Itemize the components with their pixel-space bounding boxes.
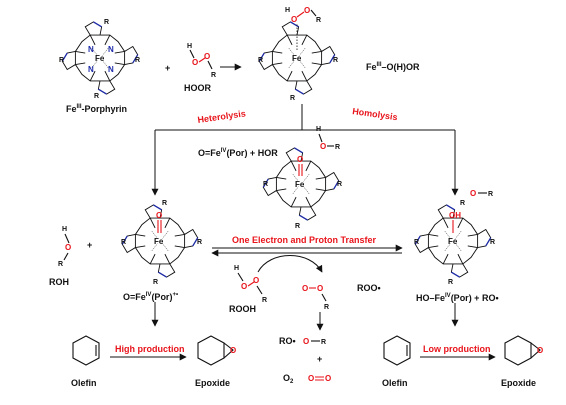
fe3-r-bottom: R — [94, 93, 99, 100]
roo-radical-structure: O O R — [302, 284, 329, 311]
fe3-ohor-r-right: R — [333, 57, 338, 64]
fe3-ohor-h: H — [285, 7, 290, 14]
ho-feiv-fe: Fe — [448, 237, 458, 246]
fe3-ohor-r-bottom: R — [290, 95, 295, 102]
plus-sign-2: + — [87, 240, 92, 250]
svg-text:O: O — [241, 282, 247, 291]
svg-text:O: O — [470, 189, 476, 198]
low-production-label: Low production — [423, 344, 491, 354]
svg-text:H: H — [234, 265, 239, 272]
hoor-label: HOOR — [184, 83, 212, 93]
svg-text:R: R — [324, 304, 329, 311]
ho-feiv-r-bottom: R — [448, 279, 453, 286]
svg-text:O: O — [253, 276, 259, 285]
svg-text:H: H — [316, 126, 321, 133]
epoxide-right-structure: O — [504, 335, 543, 366]
svg-text:O: O — [325, 374, 331, 383]
ro-product-structure: O R — [303, 337, 326, 346]
svg-text:R: R — [488, 191, 493, 198]
o2-structure: O O — [308, 374, 331, 383]
epoxide-left-label: Epoxide — [195, 378, 230, 388]
epoxide-right-label: Epoxide — [501, 378, 536, 388]
compound1-r-bottom: R — [153, 279, 158, 286]
svg-text:O: O — [204, 52, 210, 61]
hor-structure: H O R — [316, 126, 340, 151]
svg-text:O: O — [302, 284, 308, 293]
compound1-r-right: R — [197, 239, 202, 246]
homolysis-label: Homolysis — [352, 106, 398, 122]
compound1-r-left: R — [121, 239, 126, 246]
one-electron-label: One Electron and Proton Transfer — [232, 235, 377, 245]
feiv-center-o: O — [297, 155, 303, 164]
rooh-label: ROOH — [229, 304, 256, 314]
compound1-label: O=FeIV(Por)+• — [123, 292, 178, 302]
feiv-center-fe: Fe — [295, 180, 305, 189]
compound1-o: O — [156, 211, 162, 220]
svg-text:O: O — [537, 346, 543, 355]
fe3-ohor-r-left: R — [258, 57, 263, 64]
plus-sign-1: + — [165, 63, 170, 73]
olefin-right-structure — [383, 335, 411, 366]
epoxide-left-structure: O — [197, 335, 236, 366]
plus-sign-3: + — [317, 354, 322, 364]
fe3-porphyrin-label: FeIII-Porphyrin — [66, 104, 127, 114]
fe3-r-left: R — [59, 57, 64, 64]
svg-text:R: R — [211, 72, 216, 79]
hoor-structure: H O O R — [187, 43, 216, 79]
fe3-r-right: R — [135, 57, 140, 64]
fe3-porphyrin-fe-atom: Fe — [95, 54, 105, 63]
fe3-ohor-o2: O — [304, 6, 310, 15]
roh-structure: H O R — [58, 226, 71, 268]
high-production-label: High production — [115, 344, 185, 354]
svg-text:O: O — [317, 284, 323, 293]
svg-text:O: O — [320, 142, 326, 151]
svg-text:O: O — [192, 58, 198, 67]
svg-text:H: H — [62, 226, 67, 233]
fe3-porphyrin-n4: N — [88, 65, 94, 74]
svg-text:R: R — [321, 339, 326, 346]
olefin-right-label: Olefin — [382, 378, 408, 388]
ro-radical-label: RO• — [279, 336, 296, 346]
ho-feiv-r-right: R — [490, 239, 495, 246]
ho-feiv-oh: OH — [449, 211, 461, 220]
fe3-r-top: R — [104, 19, 109, 26]
roo-radical-label: ROO• — [357, 283, 381, 293]
fe3-porphyrin-n2: N — [108, 45, 114, 54]
svg-text:O: O — [303, 337, 309, 346]
fe3-porphyrin-n3: N — [108, 65, 114, 74]
rooh-structure: H O O R — [234, 265, 267, 304]
fe3-ohor-fe-atom: Fe — [292, 54, 302, 63]
ro-radical-structure: O R — [470, 189, 493, 198]
fe3-ohor-r: R — [316, 17, 321, 24]
fe3-ohor-label: FeIII–O(H)OR — [366, 62, 420, 72]
ho-feiv-r-top: R — [460, 200, 465, 207]
fe3-ohor-o1: O — [291, 15, 297, 24]
heterolysis-label: Heterolysis — [197, 108, 246, 125]
fe3-porphyrin-n1: N — [88, 45, 94, 54]
feiv-center-r-bottom: R — [295, 223, 300, 230]
olefin-left-structure — [72, 335, 100, 366]
o2-label: O2 — [283, 373, 294, 385]
roh-label: ROH — [49, 277, 69, 287]
feiv-center-r-right: R — [337, 181, 342, 188]
svg-text:R: R — [262, 297, 267, 304]
feiv-center-r-left: R — [263, 181, 268, 188]
svg-text:H: H — [187, 43, 192, 50]
svg-text:O: O — [230, 346, 236, 355]
svg-text:O: O — [65, 243, 71, 252]
svg-text:R: R — [58, 261, 63, 268]
ho-feiv-r-left: R — [414, 239, 419, 246]
svg-text:O: O — [308, 374, 314, 383]
compound1-fe: Fe — [154, 237, 164, 246]
svg-text:R: R — [335, 144, 340, 151]
compound1-r-top: R — [162, 200, 167, 207]
feiv-hor-label: O=FeIV(Por) + HOR — [198, 148, 278, 158]
olefin-left-label: Olefin — [71, 378, 97, 388]
ho-feiv-label: HO–FeIV(Por) + RO• — [416, 293, 499, 303]
rooh-curved-arrow — [257, 255, 323, 273]
